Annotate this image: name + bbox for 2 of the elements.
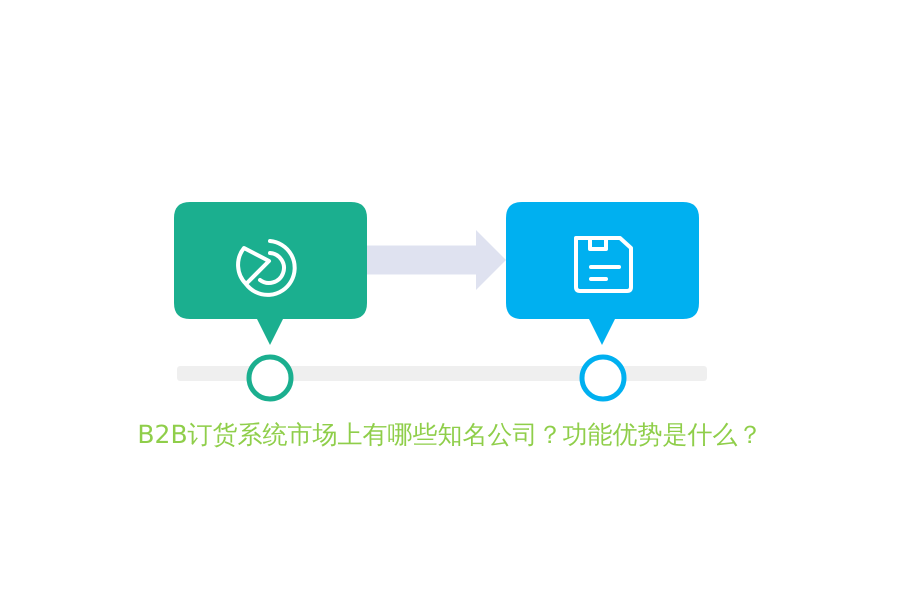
title: B2B订货系统市场上有哪些知名公司？功能优势是什么？ [136,419,764,451]
block-arrow [367,230,506,290]
